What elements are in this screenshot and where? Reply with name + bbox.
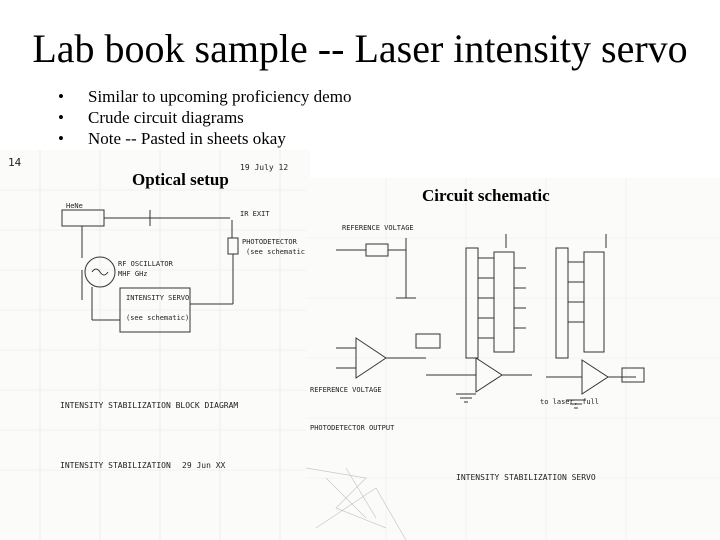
see-schematic-label: (see schematic) [126, 314, 189, 322]
reference-voltage-top-label: REFERENCE VOLTAGE [342, 224, 414, 232]
optical-setup-sketch: 14 19 July 12 HeNe IR EXIT PHOTODETECTOR… [0, 150, 310, 540]
bullet-item: • Note -- Pasted in sheets okay [58, 128, 351, 149]
laser-label: HeNe [66, 202, 83, 210]
bullet-text: Similar to upcoming proficiency demo [88, 87, 352, 106]
date-text: 19 July 12 [240, 163, 288, 172]
note-right-label: to laser, full [540, 398, 599, 406]
bullet-dot-icon: • [58, 129, 64, 148]
photodetector-note: (see schematic) [246, 248, 309, 256]
circuit-schematic-caption: Circuit schematic [422, 186, 550, 205]
lab-sheet-optical-setup: 14 19 July 12 HeNe IR EXIT PHOTODETECTOR… [0, 150, 310, 540]
schematic-heading: INTENSITY STABILIZATION SERVO [456, 473, 596, 482]
bullet-list: • Similar to upcoming proficiency demo • C… [58, 86, 351, 149]
bullet-dot-icon: • [58, 108, 64, 127]
bullet-dot-icon: • [58, 87, 64, 106]
optical-setup-caption: Optical setup [132, 170, 229, 189]
ir-exit-label: IR EXIT [240, 210, 270, 218]
photodetector-label: PHOTODETECTOR [242, 238, 298, 246]
rf-oscillator-label: RF OSCILLATOR [118, 260, 174, 268]
circuit-schematic-sketch: REFERENCE VOLTAGE REFERENCE VOLTAGE PHOT… [306, 178, 720, 540]
lab-sheet-circuit-schematic: REFERENCE VOLTAGE REFERENCE VOLTAGE PHOT… [306, 178, 720, 540]
bullet-text: Crude circuit diagrams [88, 108, 244, 127]
slide-title: Lab book sample -- Laser intensity servo [32, 26, 688, 71]
photodetector-output-label: PHOTODETECTOR OUTPUT [310, 424, 395, 432]
intensity-servo-label: INTENSITY SERVO [126, 294, 189, 302]
bullet-text: Note -- Pasted in sheets okay [88, 129, 286, 148]
page-number-text: 14 [8, 156, 22, 169]
bullet-item: • Similar to upcoming proficiency demo [58, 86, 351, 107]
block-diagram-heading: INTENSITY STABILIZATION BLOCK DIAGRAM [60, 401, 238, 410]
footer-date-text: 29 Jun XX [182, 461, 226, 470]
frequency-label: MHF GHz [118, 270, 148, 278]
bullet-item: • Crude circuit diagrams [58, 107, 351, 128]
stabilization-heading: INTENSITY STABILIZATION [60, 461, 171, 470]
reference-voltage-bottom-label: REFERENCE VOLTAGE [310, 386, 382, 394]
